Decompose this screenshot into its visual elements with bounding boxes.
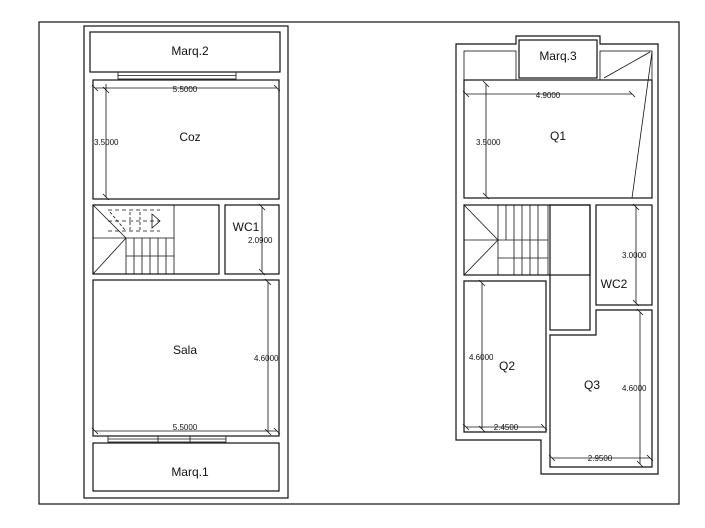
room-label-sala: Sala (173, 343, 197, 357)
dim-wc1-depth: 2.0900 (248, 236, 273, 245)
room-label-marq2: Marq.2 (171, 44, 209, 58)
dim-coz-depth: 3.5000 (94, 138, 119, 147)
dim-lines-ground (91, 84, 281, 436)
q2-room (463, 280, 547, 433)
stairs-treads-ground (92, 204, 175, 275)
marq1-area (92, 442, 280, 492)
dim-q2-width: 2.4500 (494, 423, 519, 432)
sala-room (92, 279, 280, 437)
room-label-q1: Q1 (550, 129, 566, 143)
room-label-marq3: Marq.3 (539, 49, 577, 63)
dim-q3-depth: 4.6000 (622, 384, 647, 393)
room-label-q2: Q2 (499, 359, 515, 373)
dim-coz-width: 5.5000 (173, 85, 198, 94)
dim-q1-width: 4.9000 (536, 91, 561, 100)
dim-q1-depth: 3.5000 (476, 138, 501, 147)
wc2-room (595, 204, 653, 306)
room-label-q3: Q3 (584, 378, 600, 392)
marq3-left-box (463, 50, 517, 81)
sheet-border (38, 21, 680, 505)
q1-room (463, 79, 653, 199)
room-label-coz: Coz (179, 130, 200, 144)
ground-floor-plan: Marq.2 Coz WC1 Sala Marq.1 5.5000 3.5000… (83, 25, 289, 499)
q3-room (549, 309, 653, 468)
wc1-room (224, 204, 280, 275)
room-label-marq1: Marq.1 (171, 465, 209, 479)
stairs-ground (92, 204, 220, 275)
upper-floor-plan: Marq.3 Q1 WC2 Q2 Q3 4.9000 3.5000 3.0000… (455, 35, 659, 475)
upper-floor-outline (455, 35, 659, 475)
ground-floor-outline (83, 25, 289, 499)
dim-lines-upper (462, 80, 654, 468)
dim-sala-width: 5.5000 (173, 423, 198, 432)
dim-q2-depth: 4.6000 (469, 353, 494, 362)
coz-room (92, 79, 280, 200)
dim-wc2-depth: 3.0000 (622, 251, 647, 260)
dim-sala-depth: 4.6000 (254, 354, 279, 363)
room-label-wc1: WC1 (233, 220, 260, 234)
dim-q3-width: 2.9500 (588, 454, 613, 463)
room-label-wc2: WC2 (601, 277, 628, 291)
marq3-area (518, 39, 598, 79)
stairs-upper (463, 204, 591, 331)
